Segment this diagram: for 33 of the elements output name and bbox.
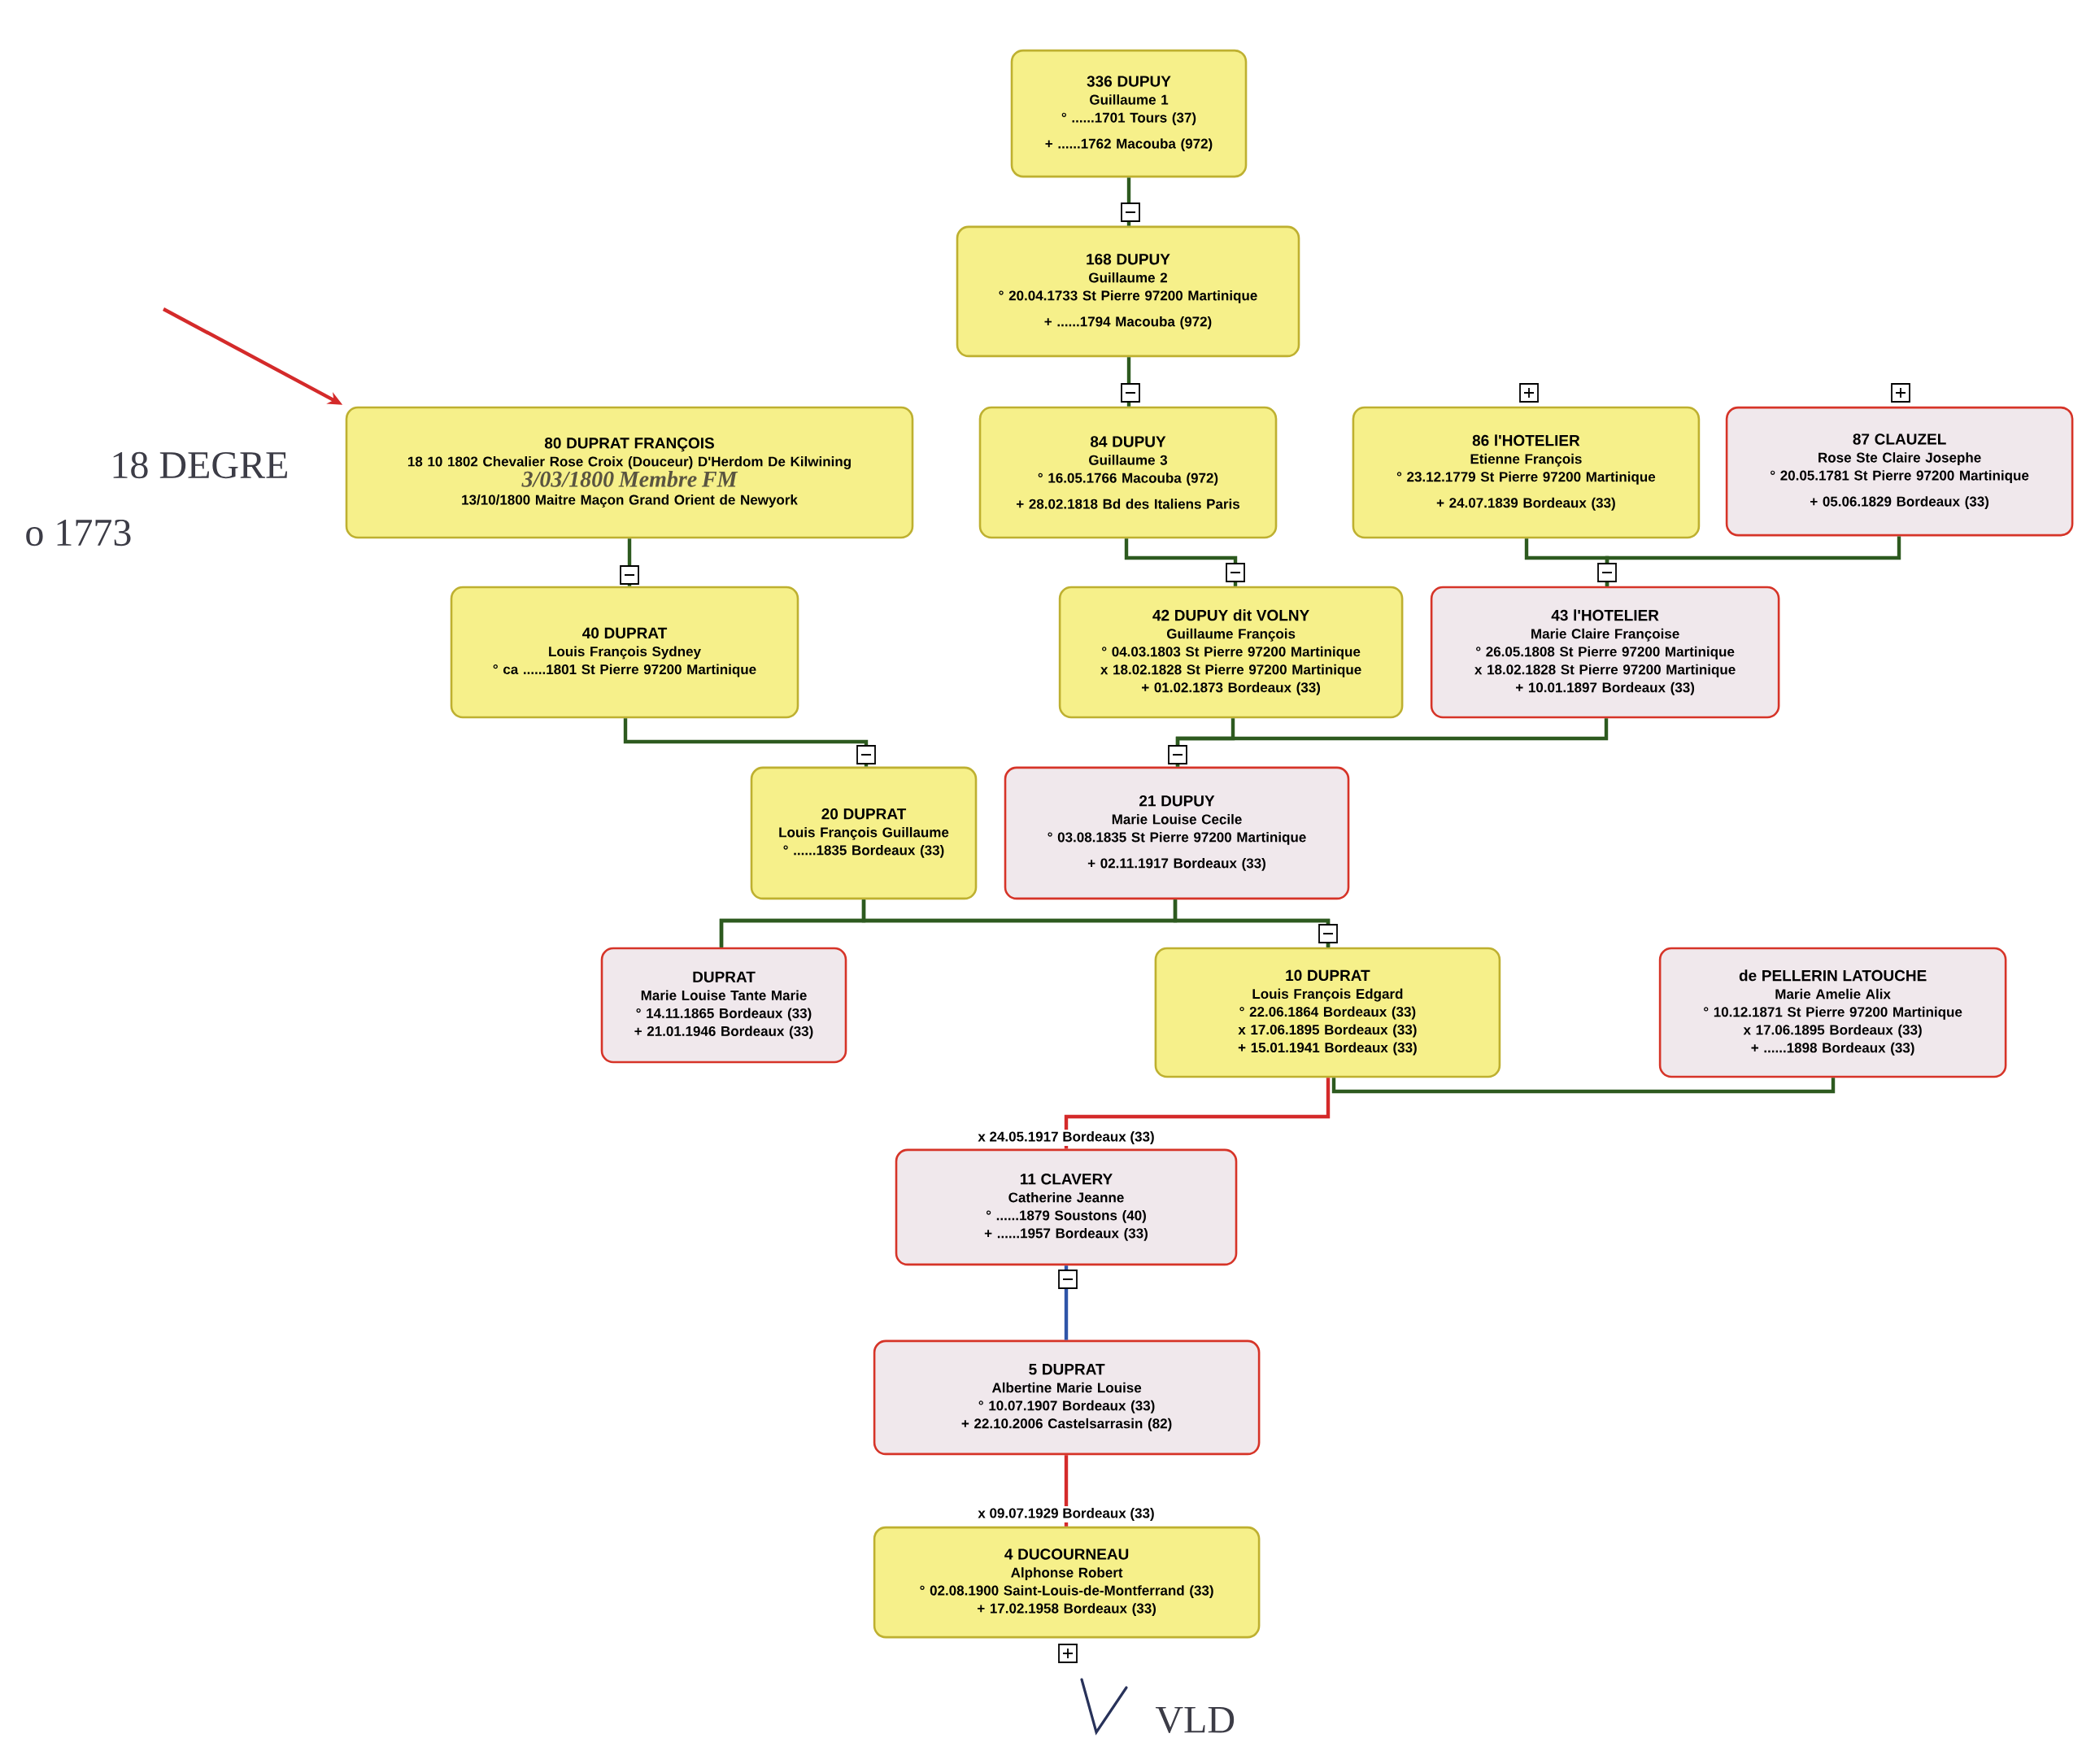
- person-box: 11 CLAVERY Catherine Jeanne ° ......1879 Soustons (40) + ......1957 Bordeaux (33): [895, 1148, 1238, 1266]
- person-box: 42 DUPUY dit VOLNY Guillaume François ° 04.03.1803 St Pierre 97200 Martinique x 18.02.1828 St Pierre 97200 Martinique + 01.02.1873 Bordeaux (33): [1058, 586, 1404, 719]
- connector-line: [1126, 177, 1131, 226]
- person-box: 5 DUPRAT Albertine Marie Louise ° 10.07.1907 Bordeaux (33) + 22.10.2006 Castelsarrasin (82): [873, 1339, 1261, 1456]
- person-box: DUPRAT Marie Louise Tante Marie ° 14.11.1865 Bordeaux (33) + 21.01.1946 Bordeaux (33): [600, 947, 847, 1064]
- person-box: 86 l'HOTELIER Etienne François ° 23.12.1779 St Pierre 97200 Martinique + 24.07.1839 Bordeaux (33): [1352, 406, 1701, 539]
- person-box: 87 CLAUZEL Rose Ste Claire Josephe ° 20.05.1781 St Pierre 97200 Martinique + 05.06.1829 Bordeaux (33): [1725, 406, 2074, 537]
- person-box: 20 DUPRAT Louis François Guillaume ° ......1835 Bordeaux (33): [750, 766, 978, 900]
- person-box: 168 DUPUY Guillaume 2 ° 20.04.1733 St Pierre 97200 Martinique + ......1794 Macouba (972): [956, 225, 1300, 358]
- person-box: 4 DUCOURNEAU Alphonse Robert ° 02.08.1900 Saint-Louis-de-Montferrand (33) + 17.02.1958 Bordeaux (33): [873, 1526, 1261, 1639]
- person-box: 10 DUPRAT Louis François Edgard ° 22.06.1864 Bordeaux (33) x 17.06.1895 Bordeaux (33) + 15.01.1941 Bordeaux (33): [1154, 947, 1501, 1078]
- handwritten-note: o 1773: [26, 519, 131, 547]
- connector-line: [627, 538, 632, 586]
- edge-label: x 09.07.1929 Bordeaux (33): [976, 1506, 1156, 1522]
- connector-line: [1331, 1078, 1836, 1094]
- connector-line: [1126, 357, 1131, 407]
- connector-line: [1064, 1265, 1069, 1340]
- connector-line: [1175, 718, 1609, 767]
- connector-line: [1124, 538, 1238, 586]
- edge-label: x 24.05.1917 Bordeaux (33): [976, 1130, 1156, 1146]
- person-box: 43 l'HOTELIER Marie Claire Françoise ° 26.05.1808 St Pierre 97200 Martinique x 18.02.1828 St Pierre 97200 Martinique + 10.01.1897 Bordeaux (33): [1430, 586, 1780, 719]
- handwritten-note: 18 DEGRE: [113, 451, 287, 479]
- connector-line: [1605, 536, 1901, 586]
- person-box: 336 DUPUY Guillaume 1 ° ......1701 Tours (37) + ......1762 Macouba (972): [1010, 49, 1248, 178]
- connector-line: [1173, 899, 1331, 947]
- connector-line: [1064, 1078, 1331, 1149]
- person-box: de PELLERIN LATOUCHE Marie Amelie Alix ° 10.12.1871 St Pierre 97200 Martinique x 17.06.1895 Bordeaux (33) + ......1898 Bordeaux (33): [1658, 947, 2007, 1078]
- person-box: 40 DUPRAT Louis François Sydney ° ca ......1801 St Pierre 97200 Martinique: [450, 586, 799, 719]
- handwritten-note: VLD: [1155, 1706, 1235, 1734]
- person-box: 80 DUPRAT FRANÇOIS 18 10 1802 Chevalier Rose Croix (Douceur) D'Herdom De Kilwining 3/03/1800 Membre FM 13/10/1800 Maitre Maçon Grand Orient de Newyork: [345, 406, 914, 539]
- connector-line: [623, 718, 869, 767]
- person-box: 21 DUPUY Marie Louise Cecile ° 03.08.1835 St Pierre 97200 Martinique + 02.11.1917 Bordeaux (33): [1004, 766, 1350, 900]
- person-box: 84 DUPUY Guillaume 3 ° 16.05.1766 Macouba (972) + 28.02.1818 Bd des Italiens Paris: [978, 406, 1278, 539]
